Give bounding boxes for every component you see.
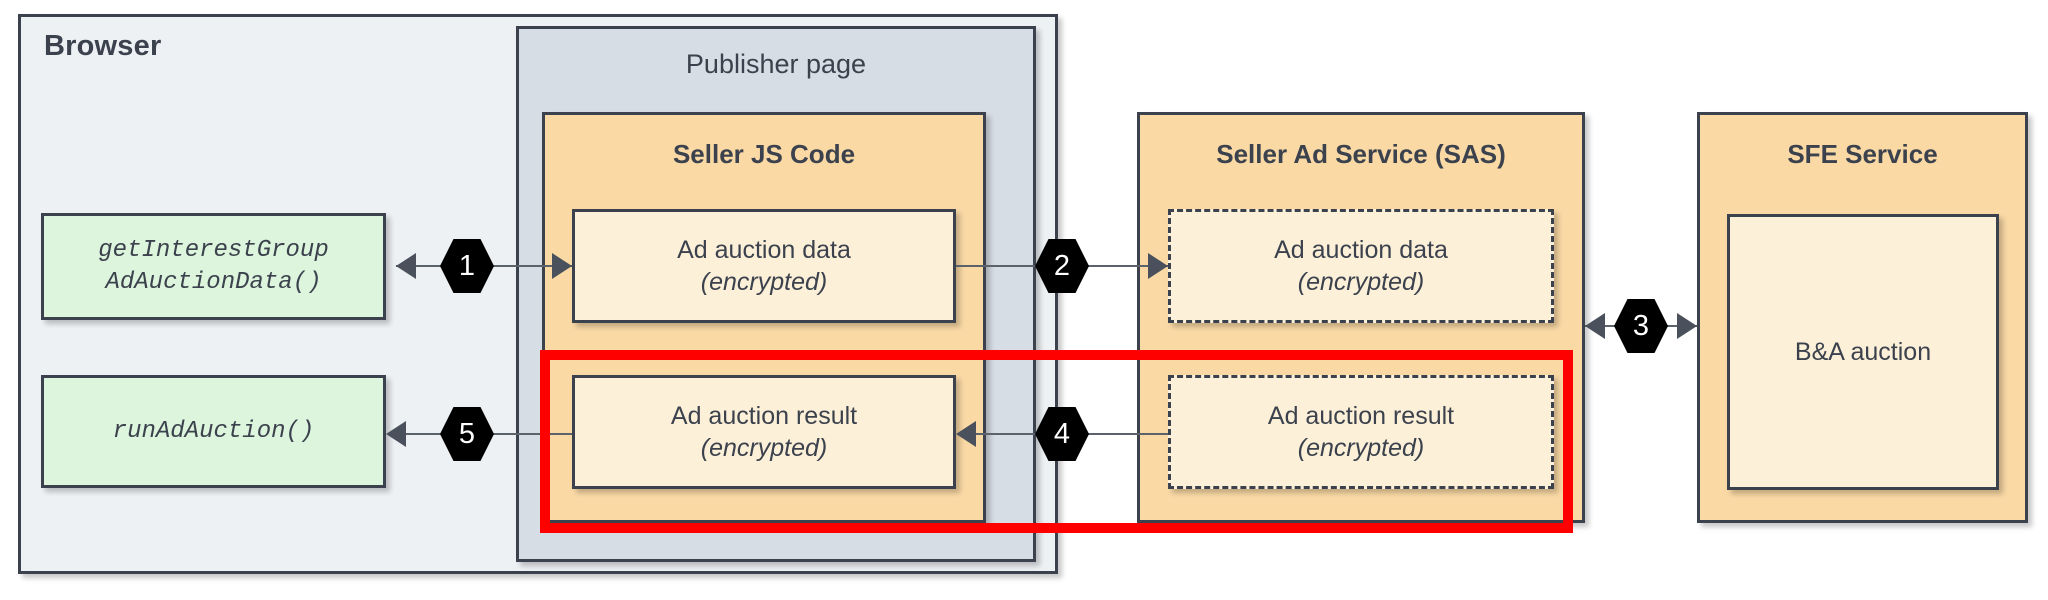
- get-interest-group-ad-auction-data-box: getInterestGroup AdAuctionData(): [41, 213, 386, 320]
- sas-ad-auction-data-box: Ad auction data (encrypted): [1168, 209, 1554, 323]
- sas-ad-auction-result-sub: (encrypted): [1297, 434, 1425, 462]
- sas-ad-auction-result-box: Ad auction result (encrypted): [1168, 375, 1554, 489]
- seller-js-ad-auction-data-sub: (encrypted): [700, 268, 828, 296]
- sfe-service-title: SFE Service: [1787, 139, 1938, 169]
- seller-js-ad-auction-result-sub: (encrypted): [700, 434, 828, 462]
- connector-1-arrowhead-right: [552, 253, 572, 279]
- connector-2-arrowhead: [1148, 253, 1168, 279]
- connector-4-arrowhead: [956, 421, 976, 447]
- connector-3-arrowhead-right: [1677, 313, 1697, 339]
- sas-ad-auction-data-sub: (encrypted): [1297, 268, 1425, 296]
- run-ad-auction-label: runAdAuction(): [112, 417, 315, 445]
- connector-3-arrowhead-left: [1585, 313, 1605, 339]
- seller-ad-service-title: Seller Ad Service (SAS): [1216, 139, 1506, 169]
- step-badge-3: 3: [1614, 299, 1668, 353]
- sfe-bna-auction-box: B&A auction: [1727, 214, 1999, 490]
- step-badge-4: 4: [1035, 407, 1089, 461]
- browser-label: Browser: [44, 30, 162, 62]
- seller-js-ad-auction-data-box: Ad auction data (encrypted): [572, 209, 956, 323]
- step-badge-2: 2: [1035, 239, 1089, 293]
- seller-js-ad-auction-result-main: Ad auction result: [670, 402, 858, 430]
- connector-5-arrowhead: [386, 421, 406, 447]
- seller-js-ad-auction-result-box: Ad auction result (encrypted): [572, 375, 956, 489]
- seller-js-ad-auction-data-main: Ad auction data: [677, 236, 851, 264]
- connector-1-arrowhead-left: [396, 253, 416, 279]
- seller-js-code-title: Seller JS Code: [672, 139, 856, 169]
- run-ad-auction-box: runAdAuction(): [41, 375, 386, 488]
- sas-ad-auction-data-main: Ad auction data: [1274, 236, 1448, 264]
- sas-ad-auction-result-main: Ad auction result: [1267, 402, 1455, 430]
- step-badge-1: 1: [440, 239, 494, 293]
- get-interest-group-ad-auction-data-label: getInterestGroup AdAuctionData(): [98, 237, 329, 296]
- step-badge-5: 5: [440, 407, 494, 461]
- sfe-bna-auction-main: B&A auction: [1794, 338, 1932, 366]
- publisher-page-title: Publisher page: [685, 49, 867, 79]
